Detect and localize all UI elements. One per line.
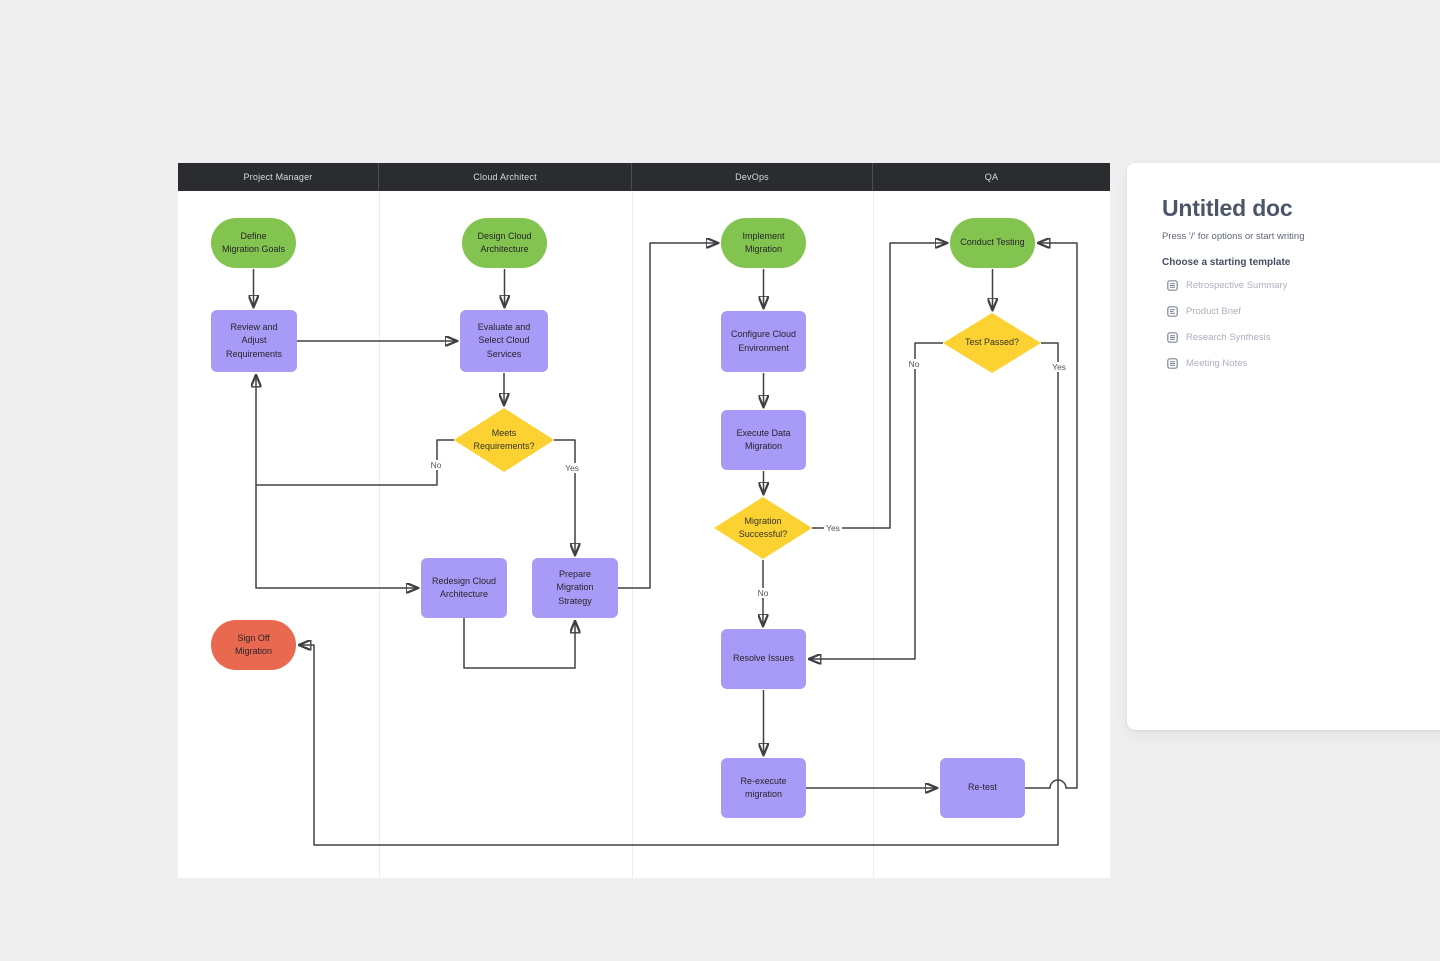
edge-meets-no-to-review[interactable]	[256, 376, 454, 486]
node-configure-cloud-environment[interactable]: Configure Cloud Environment	[721, 311, 806, 372]
node-design-cloud-architecture[interactable]: Design Cloud Architecture	[462, 218, 547, 268]
template-item-retrospective-summary[interactable]: Retrospective Summary	[1167, 280, 1440, 291]
node-redesign-cloud-architecture[interactable]: Redesign Cloud Architecture	[421, 558, 507, 618]
node-implement-migration[interactable]: Implement Migration	[721, 218, 806, 268]
node-prepare-migration-strategy[interactable]: Prepare Migration Strategy	[532, 558, 618, 618]
edge-no-branch-to-redesign[interactable]	[255, 485, 417, 588]
template-item-label: Product Brief	[1186, 306, 1241, 317]
edge-test-no-to-resolve[interactable]	[810, 342, 943, 659]
edge-label-meets-no[interactable]: No	[428, 460, 444, 470]
template-item-label: Meeting Notes	[1186, 358, 1248, 369]
node-re-execute-migration[interactable]: Re-execute migration	[721, 758, 806, 818]
node-re-test[interactable]: Re-test	[940, 758, 1025, 818]
template-item-meeting-notes[interactable]: Meeting Notes	[1167, 358, 1440, 369]
edge-meets-yes-to-prepare[interactable]	[554, 439, 575, 554]
diagram-canvas[interactable]: Project Manager Cloud Architect DevOps Q…	[178, 163, 1110, 878]
lane-divider	[379, 191, 380, 878]
edge-label-migration-yes[interactable]: Yes	[824, 523, 842, 533]
doc-title[interactable]: Untitled doc	[1162, 195, 1293, 221]
doc-panel: Untitled doc Press '/' for options or st…	[1127, 163, 1440, 730]
node-evaluate-and-select-cloud-services[interactable]: Evaluate and Select Cloud Services	[460, 310, 548, 372]
node-execute-data-migration[interactable]: Execute Data Migration	[721, 410, 806, 470]
doc-editor-placeholder[interactable]: Press '/' for options or start writing	[1162, 231, 1305, 242]
template-section-heading: Choose a starting template	[1162, 257, 1291, 268]
lane-header-devops[interactable]: DevOps	[632, 163, 873, 191]
edge-label-meets-yes[interactable]: Yes	[563, 463, 581, 473]
edge-label-migration-no[interactable]: No	[755, 588, 771, 598]
document-icon	[1167, 332, 1178, 343]
lane-header-project-manager[interactable]: Project Manager	[178, 163, 379, 191]
document-icon	[1167, 306, 1178, 317]
document-icon	[1167, 358, 1178, 369]
lane-header-cloud-architect[interactable]: Cloud Architect	[379, 163, 632, 191]
template-item-product-brief[interactable]: Product Brief	[1167, 306, 1440, 317]
swimlane-header: Project Manager Cloud Architect DevOps Q…	[178, 163, 1110, 191]
edge-redesign-to-prepare[interactable]	[463, 618, 575, 669]
lane-divider	[873, 191, 874, 878]
document-icon	[1167, 280, 1178, 291]
node-review-and-adjust-requirements[interactable]: Review and Adjust Requirements	[211, 310, 297, 372]
edge-prepare-to-implement[interactable]	[618, 243, 717, 589]
lane-divider	[632, 191, 633, 878]
edge-label-test-yes[interactable]: Yes	[1050, 362, 1068, 372]
node-define-migration-goals[interactable]: Define Migration Goals	[211, 218, 296, 268]
edge-retest-to-conduct[interactable]	[1025, 243, 1078, 789]
lane-header-qa[interactable]: QA	[984, 172, 999, 182]
node-sign-off-migration[interactable]: Sign Off Migration	[211, 620, 296, 670]
template-list: Retrospective Summary Product Brief Rese…	[1162, 280, 1440, 369]
connector-layer	[178, 163, 1078, 846]
template-item-research-synthesis[interactable]: Research Synthesis	[1167, 332, 1440, 343]
edge-test-yes-to-signoff[interactable]	[300, 342, 1059, 846]
node-resolve-issues[interactable]: Resolve Issues	[721, 629, 806, 689]
template-item-label: Retrospective Summary	[1186, 280, 1288, 291]
edge-migration-yes-to-conduct[interactable]	[812, 243, 946, 529]
node-conduct-testing[interactable]: Conduct Testing	[950, 218, 1035, 268]
template-item-label: Research Synthesis	[1186, 332, 1271, 343]
edge-label-test-no[interactable]: No	[906, 359, 922, 369]
